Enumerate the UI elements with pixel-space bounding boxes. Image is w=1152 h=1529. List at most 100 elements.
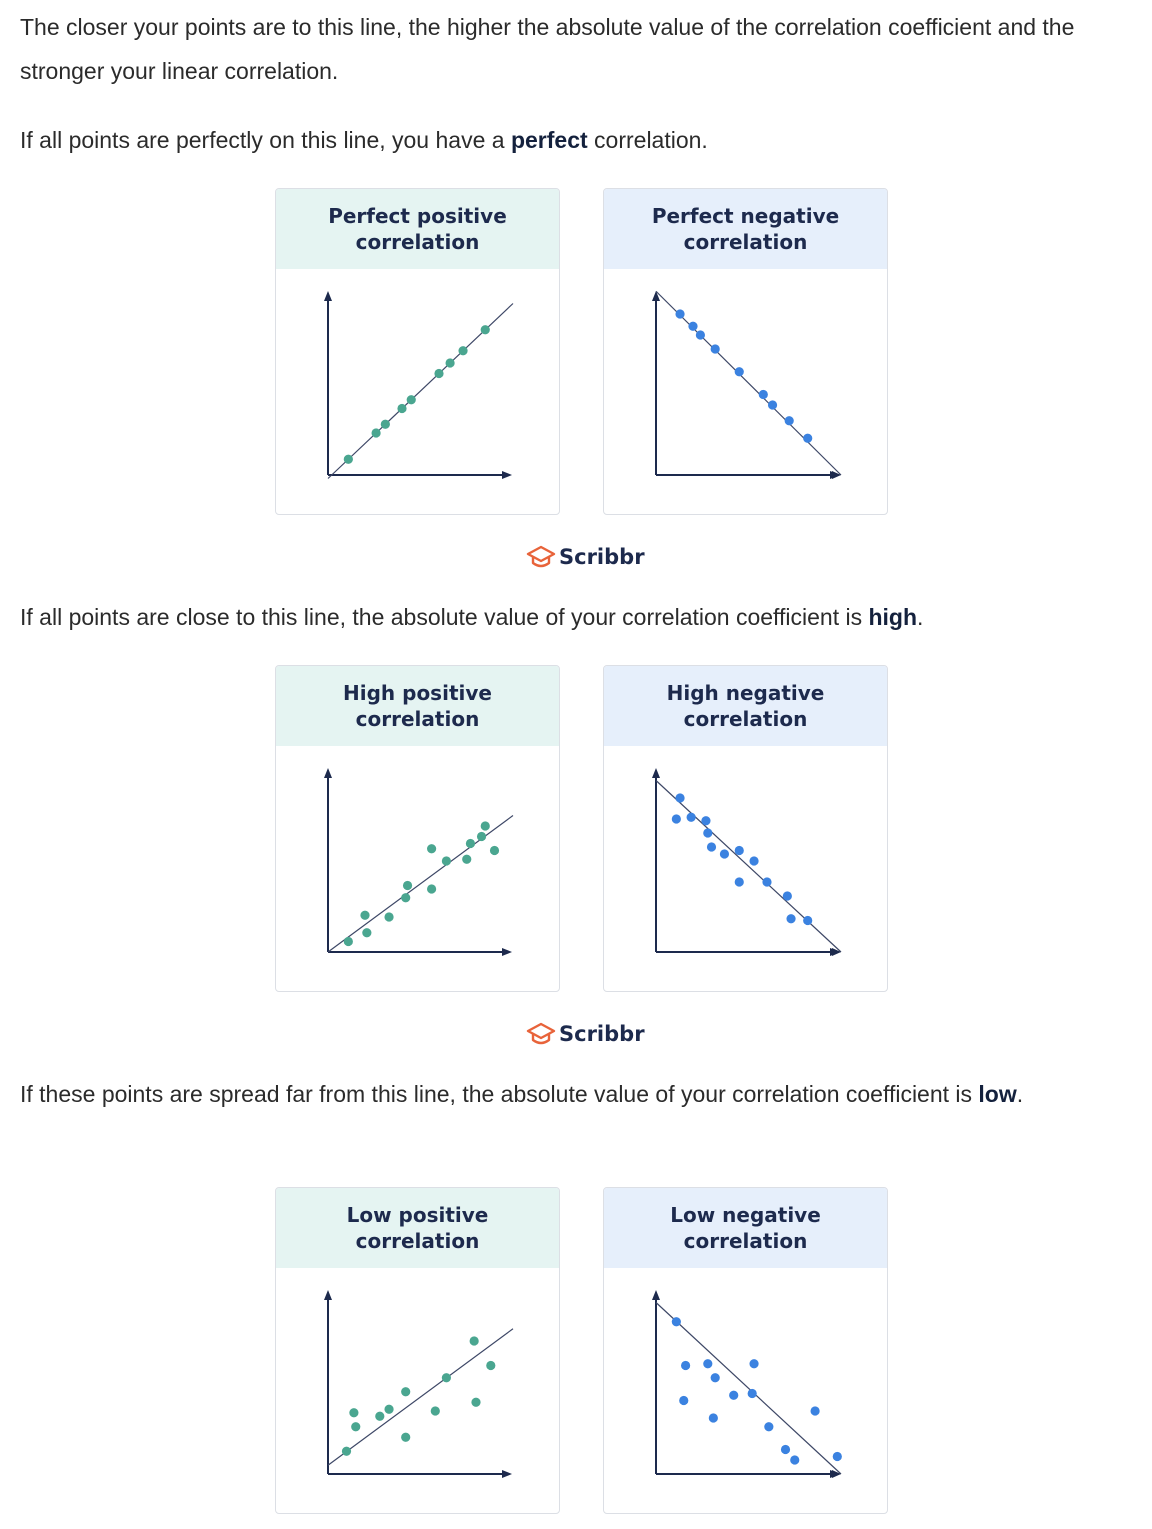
scribbr-wordmark: Scribbr: [559, 1022, 645, 1046]
y-axis-arrow: [652, 291, 660, 301]
data-point: [762, 877, 772, 887]
data-point: [803, 915, 813, 926]
data-point: [341, 1446, 352, 1456]
low-paragraph: If these points are spread far from this…: [20, 1072, 1145, 1116]
data-point: [380, 419, 390, 429]
data-point: [719, 849, 730, 859]
figure-title: Low positive correlation: [276, 1188, 559, 1268]
data-point: [343, 454, 353, 464]
data-point: [434, 368, 444, 379]
data-point: [747, 1388, 757, 1399]
trend-line-arrow: [832, 471, 841, 479]
figure-perfect-negative: Perfect negative correlation: [603, 188, 888, 515]
data-point: [362, 928, 372, 938]
data-point: [688, 321, 698, 331]
data-point: [675, 793, 685, 803]
data-point: [708, 1413, 718, 1423]
graduation-cap-icon: [526, 1022, 556, 1045]
data-point: [441, 1373, 451, 1383]
data-point: [480, 821, 490, 831]
data-point: [767, 400, 778, 410]
perfect-paragraph: If all points are perfectly on this line…: [20, 118, 1145, 162]
trend-line-arrow: [832, 1470, 841, 1478]
data-point: [469, 1336, 479, 1346]
trend-line: [655, 1302, 842, 1475]
trend-line: [327, 1328, 514, 1466]
figure-title: High positive correlation: [276, 666, 559, 746]
data-point: [749, 1359, 759, 1369]
high-paragraph-text: If all points are close to this line, th…: [20, 604, 869, 630]
high-keyword: high: [868, 604, 918, 630]
data-point: [401, 1432, 411, 1442]
figure-title: Perfect positive correlation: [276, 189, 559, 269]
data-point: [706, 842, 717, 852]
data-point: [343, 936, 353, 947]
low-paragraph-end: .: [1016, 1081, 1024, 1107]
data-point: [780, 1444, 791, 1455]
figure-low-negative: Low negative correlation: [603, 1187, 888, 1514]
x-axis-arrow: [502, 1470, 512, 1478]
x-axis-arrow: [502, 471, 512, 479]
high-positive-scatter-plot: [324, 768, 514, 956]
data-point: [401, 893, 411, 903]
data-point: [786, 914, 796, 924]
figure-title: Perfect negative correlation: [604, 189, 887, 269]
data-point: [679, 1395, 689, 1406]
scribbr-logo: Scribbr: [526, 543, 645, 571]
figure-perfect-positive: Perfect positive correlation: [275, 188, 560, 515]
low-positive-scatter-plot: [324, 1290, 514, 1478]
high-paragraph: If all points are close to this line, th…: [20, 595, 1145, 639]
data-point: [401, 1387, 411, 1397]
data-point: [790, 1455, 800, 1465]
y-axis-arrow: [652, 768, 660, 778]
x-axis-arrow: [502, 948, 512, 956]
data-point: [671, 1317, 681, 1327]
high-paragraph-end: .: [917, 604, 924, 630]
trend-line: [655, 290, 842, 476]
low-keyword: low: [978, 1081, 1017, 1107]
data-point: [710, 344, 720, 354]
figure-high-positive: High positive correlation: [275, 665, 560, 992]
data-point: [427, 844, 437, 854]
perfect-paragraph-text: If all points are perfectly on this line…: [20, 127, 511, 153]
data-point: [734, 877, 744, 887]
data-point: [458, 346, 468, 356]
data-point: [729, 1390, 739, 1400]
intro-paragraph: The closer your points are to this line,…: [20, 14, 1075, 84]
high-negative-scatter-plot: [652, 768, 842, 956]
data-point: [489, 845, 500, 856]
data-point: [810, 1406, 820, 1416]
trend-line-arrow: [832, 948, 841, 956]
perfect-paragraph-end: correlation.: [587, 127, 708, 153]
data-point: [476, 831, 487, 842]
graduation-cap-icon: [526, 545, 556, 568]
data-point: [675, 309, 685, 319]
data-point: [758, 389, 768, 400]
low-paragraph-text: If these points are spread far from this…: [20, 1081, 979, 1107]
scribbr-wordmark: Scribbr: [559, 545, 645, 569]
low-negative-scatter-plot: [652, 1290, 842, 1478]
y-axis-arrow: [324, 1290, 332, 1300]
data-point: [384, 1404, 394, 1414]
data-point: [480, 325, 490, 335]
y-axis-arrow: [652, 1290, 660, 1300]
data-point: [471, 1397, 481, 1407]
scribbr-logo: Scribbr: [526, 1020, 645, 1048]
data-point: [703, 1359, 713, 1369]
data-point: [406, 395, 416, 405]
data-point: [360, 910, 370, 920]
data-point: [397, 403, 407, 414]
figure-low-positive: Low positive correlation: [275, 1187, 560, 1514]
data-point: [430, 1406, 440, 1416]
trend-line: [655, 780, 842, 953]
data-point: [671, 814, 681, 824]
perfect-negative-scatter-plot: [652, 290, 842, 479]
data-point: [782, 891, 792, 901]
y-axis-arrow: [324, 768, 332, 778]
data-point: [703, 828, 713, 838]
data-point: [803, 433, 813, 443]
data-point: [695, 330, 705, 340]
figure-high-negative: High negative correlation: [603, 665, 888, 992]
data-point: [375, 1411, 385, 1421]
data-point: [832, 1451, 842, 1462]
